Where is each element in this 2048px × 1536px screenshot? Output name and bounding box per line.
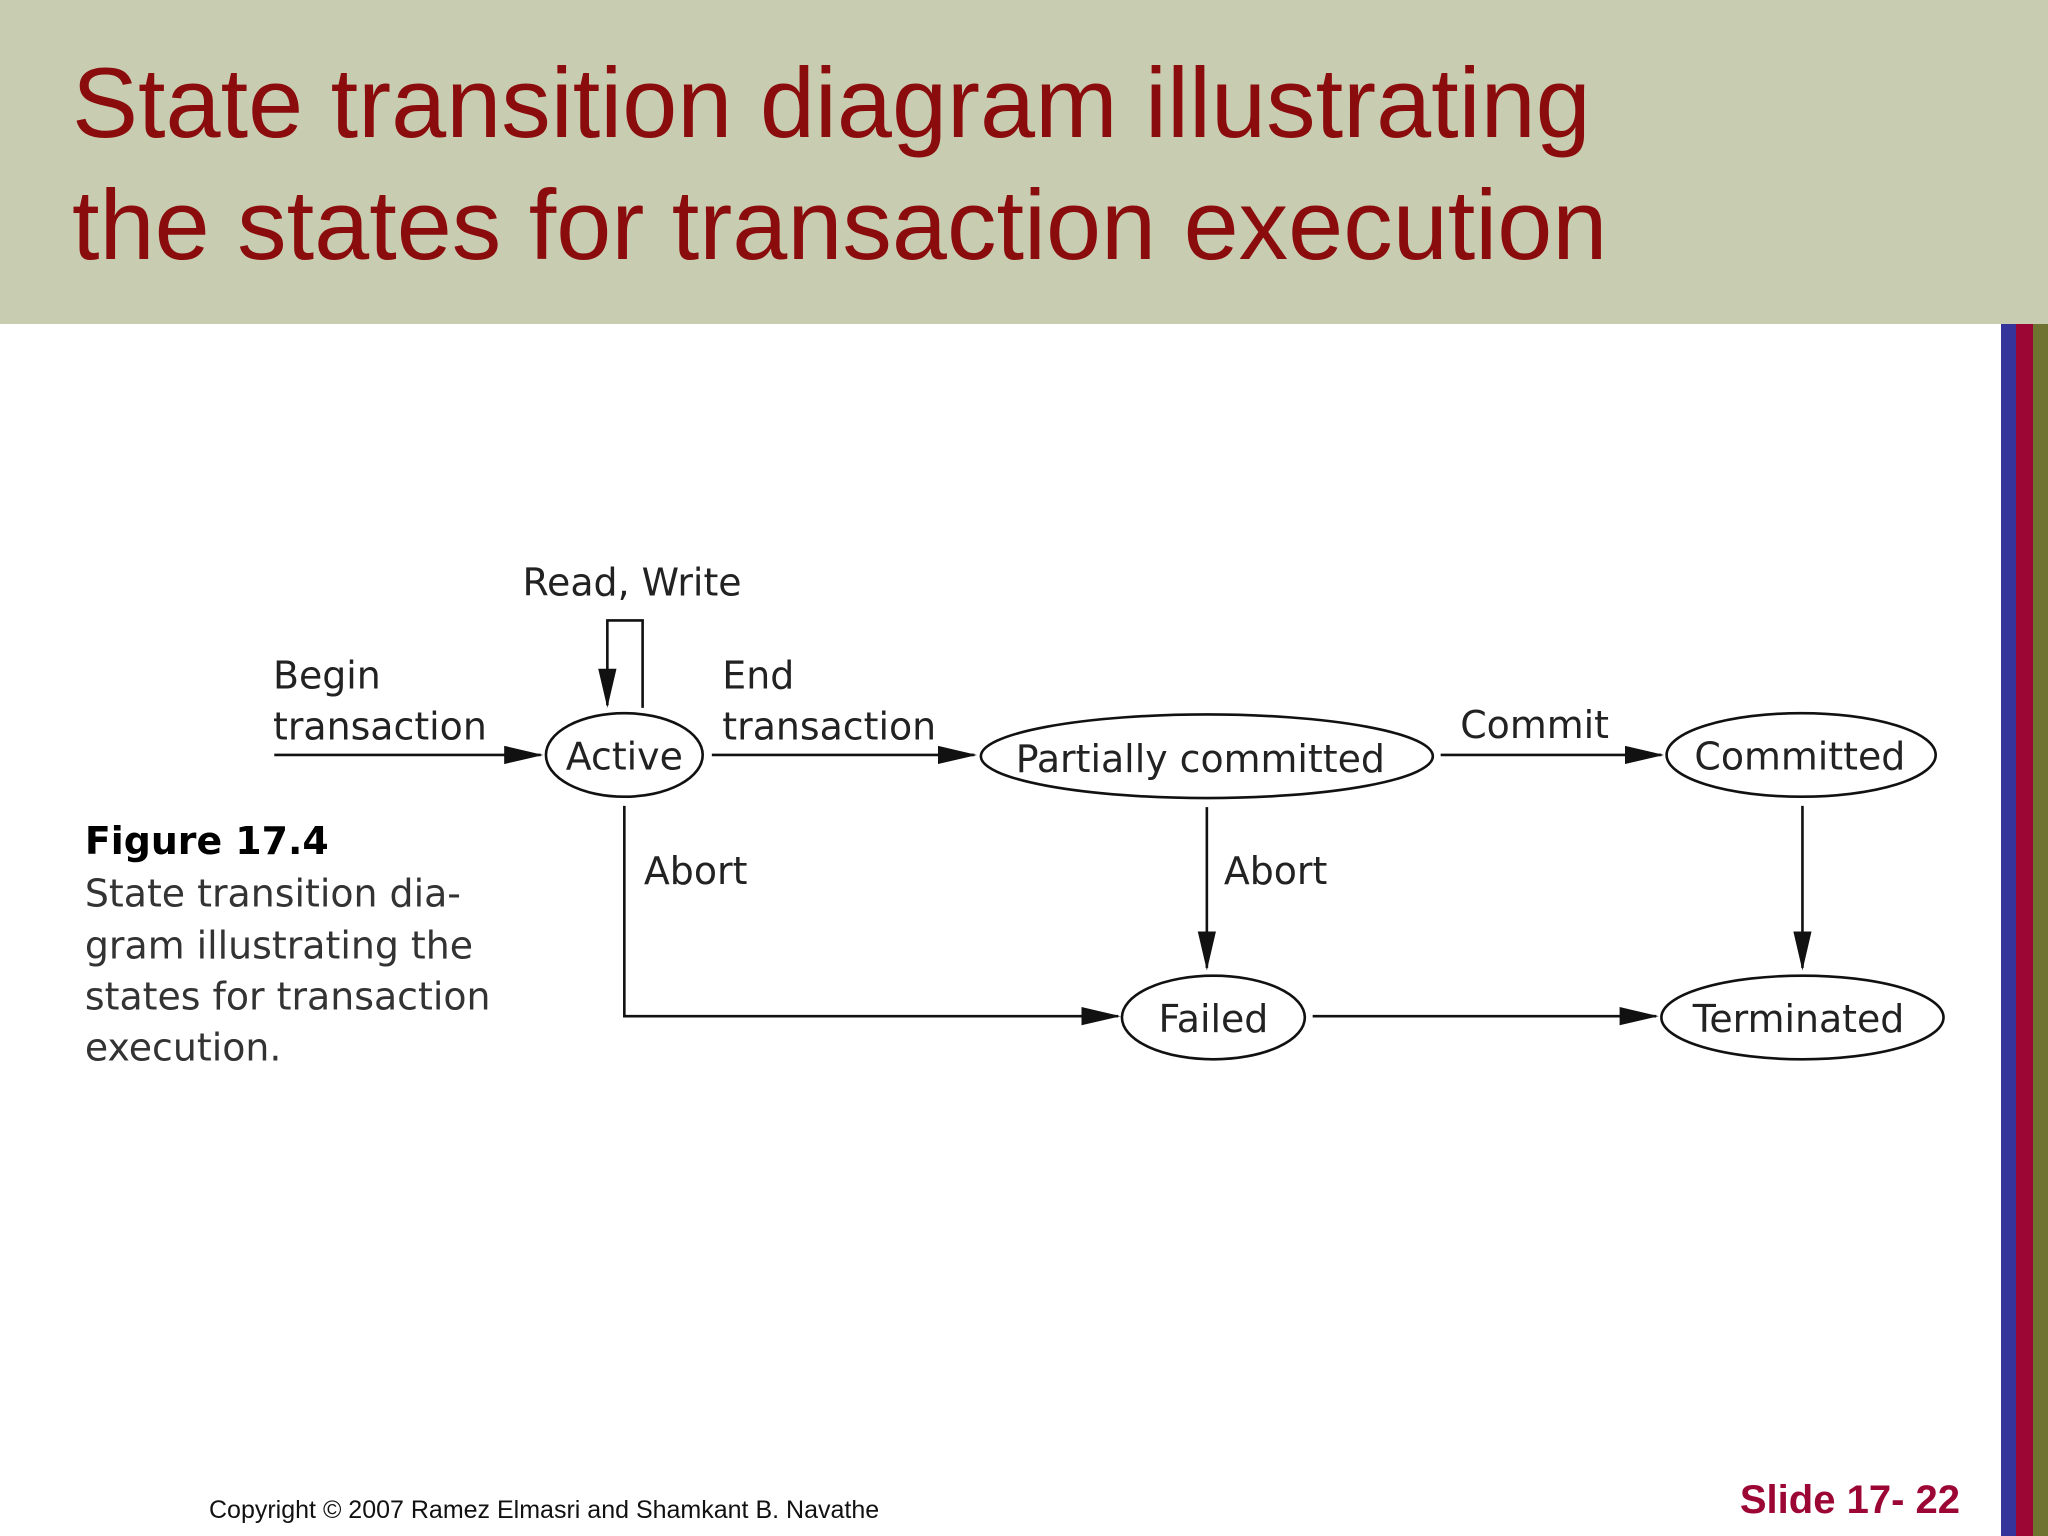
decorative-stripe-red bbox=[2016, 324, 2033, 1536]
state-label-partially-committed: Partially committed bbox=[1016, 737, 1385, 781]
label-abort-partial: Abort bbox=[1224, 849, 1328, 893]
label-end-transaction: transaction bbox=[722, 704, 936, 748]
figure-label: Figure 17.4 bbox=[85, 819, 329, 863]
figure-caption-line: execution. bbox=[85, 1026, 282, 1070]
slide-number: Slide 17- 22 bbox=[1739, 1478, 1960, 1522]
figure-caption-line: gram illustrating the bbox=[85, 924, 473, 968]
decorative-stripe-blue bbox=[2001, 324, 2016, 1536]
state-active bbox=[544, 711, 704, 799]
state-label-failed: Failed bbox=[1158, 997, 1268, 1041]
state-failed bbox=[1120, 974, 1307, 1061]
copyright-notice: Copyright © 2007 Ramez Elmasri and Shamk… bbox=[209, 1496, 880, 1524]
figure-caption-line: states for transaction bbox=[85, 975, 491, 1019]
state-committed bbox=[1665, 711, 1937, 799]
state-partially-committed bbox=[979, 713, 1435, 800]
state-label-terminated: Terminated bbox=[1692, 997, 1905, 1041]
state-terminated bbox=[1660, 974, 1945, 1061]
label-end: End bbox=[722, 653, 794, 697]
slide-title: State transition diagram illustrating th… bbox=[72, 47, 1608, 280]
label-begin: Begin bbox=[273, 653, 381, 697]
label-read-write: Read, Write bbox=[522, 561, 741, 605]
decorative-stripe-olive bbox=[2033, 324, 2048, 1536]
state-label-committed: Committed bbox=[1694, 734, 1905, 778]
label-commit: Commit bbox=[1460, 703, 1609, 747]
arrow-read-write-loop bbox=[598, 619, 644, 708]
arrow-abort-active bbox=[623, 805, 1121, 1026]
figure-caption-line: State transition dia- bbox=[85, 871, 461, 915]
slide-header: State transition diagram illustrating th… bbox=[0, 0, 2048, 324]
label-begin-transaction: transaction bbox=[273, 704, 487, 748]
label-abort-active: Abort bbox=[644, 849, 748, 893]
state-label-active: Active bbox=[566, 734, 683, 778]
